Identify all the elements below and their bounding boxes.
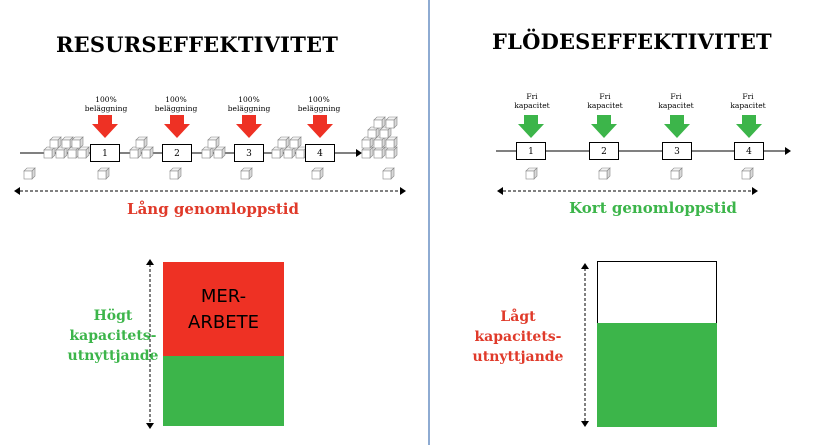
left-vertical-arrow [146, 259, 154, 429]
right-station-3: 3 [662, 142, 692, 160]
green-down-arrow-icon [518, 115, 544, 138]
right-station-4: 4 [734, 142, 764, 160]
left-title: RESURSEFFEKTIVITET [56, 32, 339, 57]
cube-icon [23, 167, 36, 180]
cube-icon [598, 167, 611, 180]
cube-icon [169, 167, 182, 180]
left-arrow-label-4: 100%beläggning [297, 95, 341, 113]
right-used-capacity-segment [597, 323, 717, 427]
left-station-2: 2 [162, 144, 192, 162]
left-arrow-label-3: 100%beläggning [227, 95, 271, 113]
green-down-arrow-icon [591, 115, 617, 138]
cube-icon [97, 167, 110, 180]
left-extra-work-segment [163, 262, 284, 356]
red-down-arrow-icon [164, 115, 190, 138]
cube-icon [382, 167, 395, 180]
right-timeline-label: Kort genomloppstid [569, 199, 737, 217]
left-station-3: 3 [234, 144, 264, 162]
left-timeline-label: Lång genomloppstid [127, 200, 299, 218]
red-down-arrow-icon [236, 115, 262, 138]
right-vertical-arrow [581, 263, 589, 427]
left-station-4: 4 [305, 144, 335, 162]
right-station-2: 2 [589, 142, 619, 160]
right-flow-diagram [496, 115, 791, 195]
left-arrow-label-1: 100%beläggning [84, 95, 128, 113]
cube-icon [525, 167, 538, 180]
left-station-1: 1 [90, 144, 120, 162]
cube-icon [741, 167, 754, 180]
left-bar-overlay-label: MER-ARBETE [188, 286, 259, 333]
right-station-1: 1 [516, 142, 546, 160]
cube-icon [311, 167, 324, 180]
green-down-arrow-icon [736, 115, 762, 138]
red-down-arrow-icon [92, 115, 118, 138]
left-arrow-label-2: 100%beläggning [154, 95, 198, 113]
red-down-arrow-icon [307, 115, 333, 138]
right-title: FLÖDESEFFEKTIVITET [492, 29, 772, 54]
panel-divider [428, 0, 430, 445]
cube-icon [240, 167, 253, 180]
cube-icon [670, 167, 683, 180]
left-flow-diagram [14, 115, 406, 195]
green-down-arrow-icon [664, 115, 690, 138]
